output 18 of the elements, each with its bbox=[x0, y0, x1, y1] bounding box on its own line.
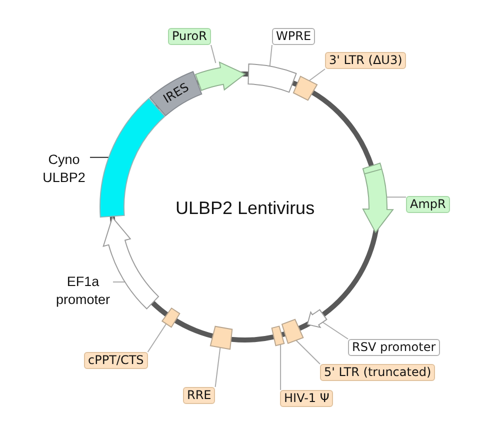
feature-tag: RSV promoter bbox=[348, 339, 440, 356]
feature-tag: cPPT/CTS bbox=[84, 352, 148, 369]
leader-line bbox=[210, 44, 216, 64]
feature-tag: 3' LTR (ΔU3) bbox=[325, 52, 406, 69]
feature-tag: HIV-1 Ψ bbox=[280, 390, 334, 407]
feature-tag: RRE bbox=[183, 387, 216, 404]
leader-line bbox=[214, 347, 221, 388]
feature-tag: WPRE bbox=[272, 28, 316, 45]
leader-line bbox=[280, 344, 282, 390]
feature-tag: 5' LTR (truncated) bbox=[320, 364, 436, 381]
leader-line bbox=[386, 196, 406, 198]
leader-line bbox=[90, 156, 110, 158]
feature-tag: PuroR bbox=[168, 28, 211, 45]
feature-label: EF1a promoter bbox=[53, 273, 113, 309]
leader-line bbox=[269, 44, 272, 67]
feature-tag: AmpR bbox=[406, 196, 450, 213]
feature-label: Cyno ULBP2 bbox=[38, 151, 90, 187]
leader-line bbox=[296, 340, 320, 364]
